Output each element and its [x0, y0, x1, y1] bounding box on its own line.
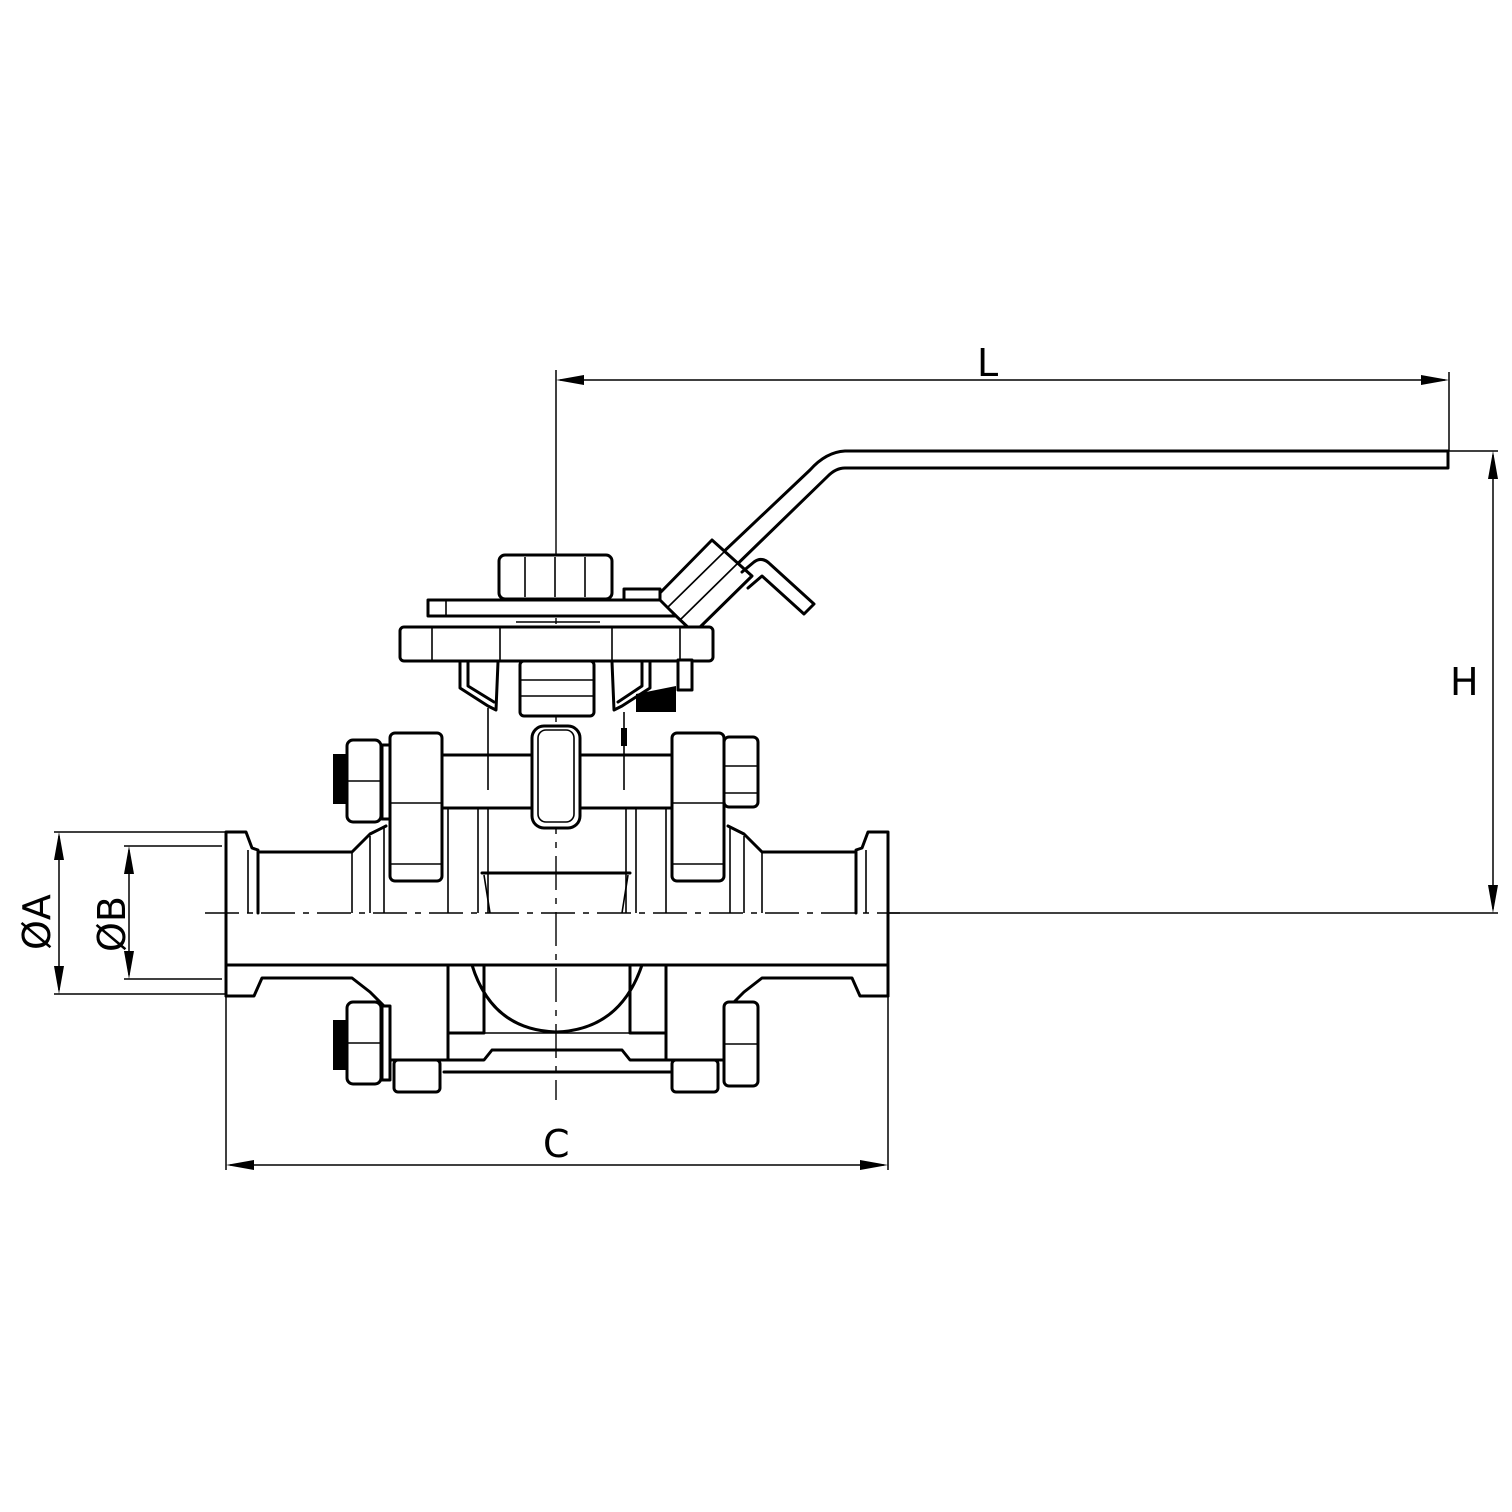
stem-key — [530, 724, 582, 830]
dimension-label-A: ØA — [15, 894, 59, 950]
lever-handle — [654, 449, 1450, 635]
valve-section-lower — [224, 911, 890, 1094]
dimension-L: L — [555, 341, 1450, 520]
dimension-B: ØB — [90, 845, 222, 980]
dimension-label-C: C — [543, 1122, 570, 1166]
dimension-H: H — [888, 450, 1498, 914]
dimension-label-L: L — [977, 341, 998, 385]
clamp-ferrule-right — [726, 824, 890, 915]
clamp-ferrule-left — [224, 824, 388, 915]
dimension-A: ØA — [15, 831, 226, 995]
dimension-label-H: H — [1450, 660, 1479, 704]
stem-top-assembly — [398, 553, 715, 790]
dimension-label-B: ØB — [90, 896, 134, 952]
dimension-C: C — [225, 996, 889, 1170]
valve-body-upper — [333, 731, 760, 914]
